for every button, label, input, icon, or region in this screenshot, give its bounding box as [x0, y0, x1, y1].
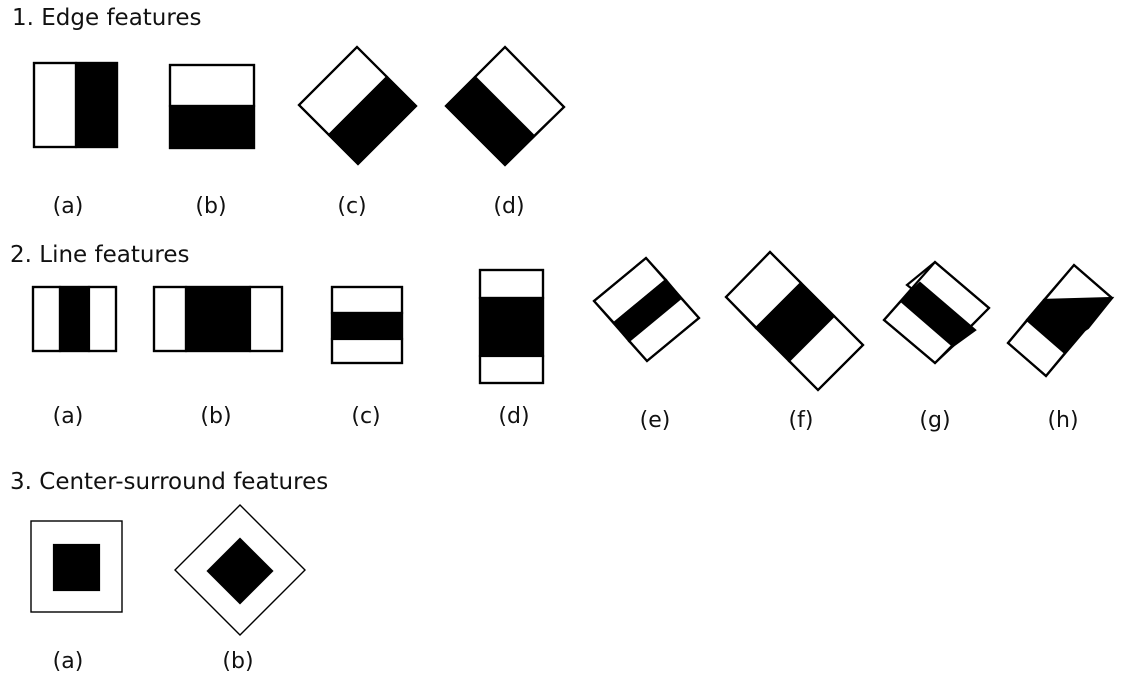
edge-a-white-region [32, 61, 78, 149]
line-b-black-center [184, 285, 252, 353]
center-surround-feature-a [30, 520, 123, 613]
edge-label-d: (d) [493, 194, 524, 219]
line-h-border [1006, 263, 1114, 378]
edge-a-black-region [74, 61, 119, 149]
line-d-white-bottom [478, 354, 545, 385]
line-features-title: 2. Line features [10, 242, 190, 268]
line-d-black-center [478, 296, 545, 358]
line-feature-h [1006, 263, 1115, 378]
line-e-border [592, 256, 701, 363]
line-c-white-bottom [330, 337, 404, 365]
center-surround-feature-b [174, 504, 306, 636]
edge-feature-c [297, 45, 418, 166]
line-a-white-right [87, 285, 118, 353]
center-b-inner-diamond [206, 537, 274, 605]
line-features-section: 2. Line features [10, 242, 1115, 433]
line-feature-a [31, 285, 118, 353]
edge-label-b: (b) [195, 194, 226, 219]
line-feature-g [882, 260, 991, 365]
line-feature-f [724, 250, 865, 392]
line-label-b: (b) [200, 404, 231, 429]
center-label-a: (a) [53, 649, 84, 674]
edge-feature-d [444, 45, 566, 167]
edge-features-section: 1. Edge features (a) (b) (c) (d) [12, 5, 566, 219]
line-c-white-top [330, 285, 404, 315]
line-c-border [330, 285, 404, 365]
edge-b-white-region [168, 63, 256, 108]
edge-feature-a [32, 61, 119, 149]
line-label-g: (g) [919, 408, 950, 433]
line-d-white-top [478, 268, 545, 300]
line-label-c: (c) [351, 404, 380, 429]
edge-a-border [32, 61, 119, 149]
line-feature-c [330, 285, 404, 365]
center-label-b: (b) [222, 649, 253, 674]
edge-features-title: 1. Edge features [12, 5, 201, 31]
center-surround-title: 3. Center-surround features [10, 469, 328, 495]
line-label-e: (e) [640, 408, 671, 433]
edge-b-black-region [168, 104, 256, 150]
line-label-h: (h) [1047, 408, 1078, 433]
edge-feature-b [168, 63, 256, 150]
line-label-d: (d) [498, 404, 529, 429]
center-surround-section: 3. Center-surround features (a) (b) [10, 469, 328, 674]
line-b-border [152, 285, 284, 353]
edge-d-border [444, 45, 566, 167]
line-a-border [31, 285, 118, 353]
line-feature-b [152, 285, 284, 353]
line-label-a: (a) [53, 404, 84, 429]
edge-label-a: (a) [53, 194, 84, 219]
line-c-black-center [330, 311, 404, 341]
line-a-black-center [58, 285, 91, 353]
line-a-white-left [31, 285, 62, 353]
center-a-inner-square [52, 543, 101, 592]
line-label-f: (f) [789, 408, 814, 433]
edge-c-border [297, 45, 418, 166]
line-d-border [478, 268, 545, 385]
line-feature-d [478, 268, 545, 385]
line-b-white-left [152, 285, 188, 353]
edge-b-border [168, 63, 256, 150]
line-b-white-right [248, 285, 284, 353]
line-f-border [724, 250, 865, 392]
edge-label-c: (c) [337, 194, 366, 219]
line-feature-e [592, 256, 701, 363]
line-g-border [882, 260, 991, 365]
